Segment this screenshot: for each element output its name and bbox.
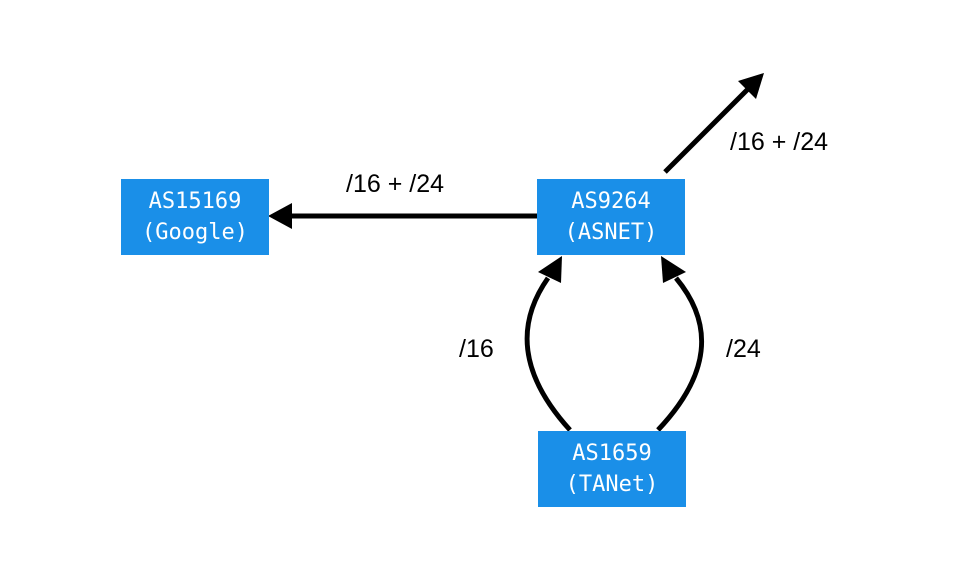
arrowhead-asnet-left <box>538 256 562 283</box>
node-google-name: (Google) <box>142 220 248 245</box>
node-asnet-asn: AS9264 <box>571 189 651 214</box>
edge-label-tanet-right: /24 <box>726 335 761 363</box>
node-tanet: AS1659 (TANet) <box>538 431 686 507</box>
edge-label-asnet-upstream: /16 + /24 <box>730 128 828 156</box>
arrow-asnet-to-upstream <box>663 87 750 174</box>
arrow-tanet-to-asnet-right <box>656 276 705 432</box>
arrowhead-upstream <box>738 73 764 99</box>
edge-label-asnet-google: /16 + /24 <box>346 170 444 198</box>
arrowhead-asnet-right <box>661 256 686 283</box>
edge-label-tanet-left: /16 <box>459 335 494 363</box>
arrowhead-google <box>268 203 292 229</box>
node-tanet-name: (TANet) <box>565 472 659 497</box>
arrow-tanet-to-asnet-left <box>524 276 572 432</box>
node-google-asn: AS15169 <box>148 189 242 214</box>
node-tanet-asn: AS1659 <box>572 441 652 466</box>
node-google: AS15169 (Google) <box>121 179 269 255</box>
node-asnet-name: (ASNET) <box>564 220 658 245</box>
node-asnet: AS9264 (ASNET) <box>537 179 685 255</box>
